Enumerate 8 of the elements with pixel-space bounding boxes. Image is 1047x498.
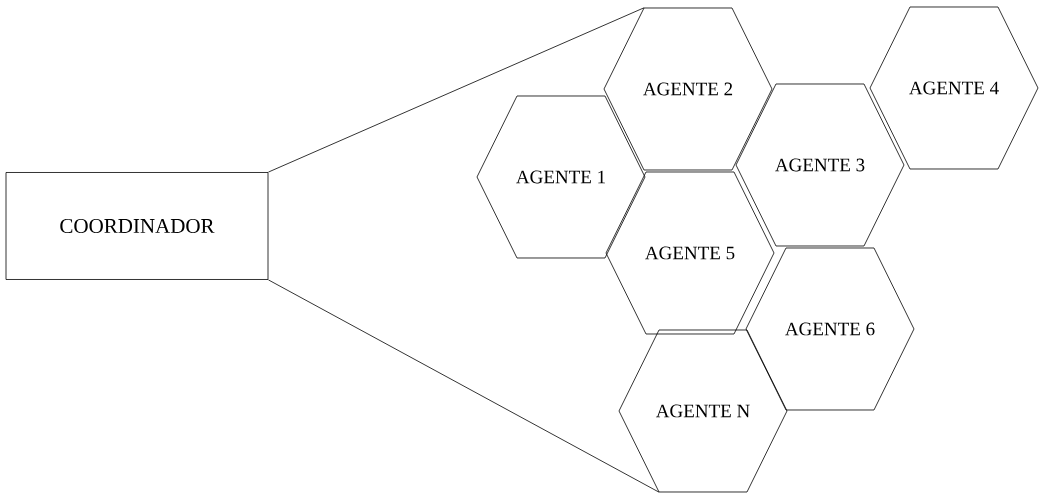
agent-hexagon: AGENTE 1 bbox=[476, 95, 646, 259]
agent-hexagon: AGENTE 2 bbox=[603, 7, 773, 171]
agent-hexagon: AGENTE 5 bbox=[605, 171, 775, 335]
connector-line bbox=[268, 7, 645, 173]
agent-hexagon: AGENTE 3 bbox=[735, 83, 905, 247]
coordinator-box: COORDINADOR bbox=[5, 172, 269, 280]
agent-hexagon: AGENTE 4 bbox=[869, 6, 1039, 170]
connector-line bbox=[268, 279, 660, 493]
